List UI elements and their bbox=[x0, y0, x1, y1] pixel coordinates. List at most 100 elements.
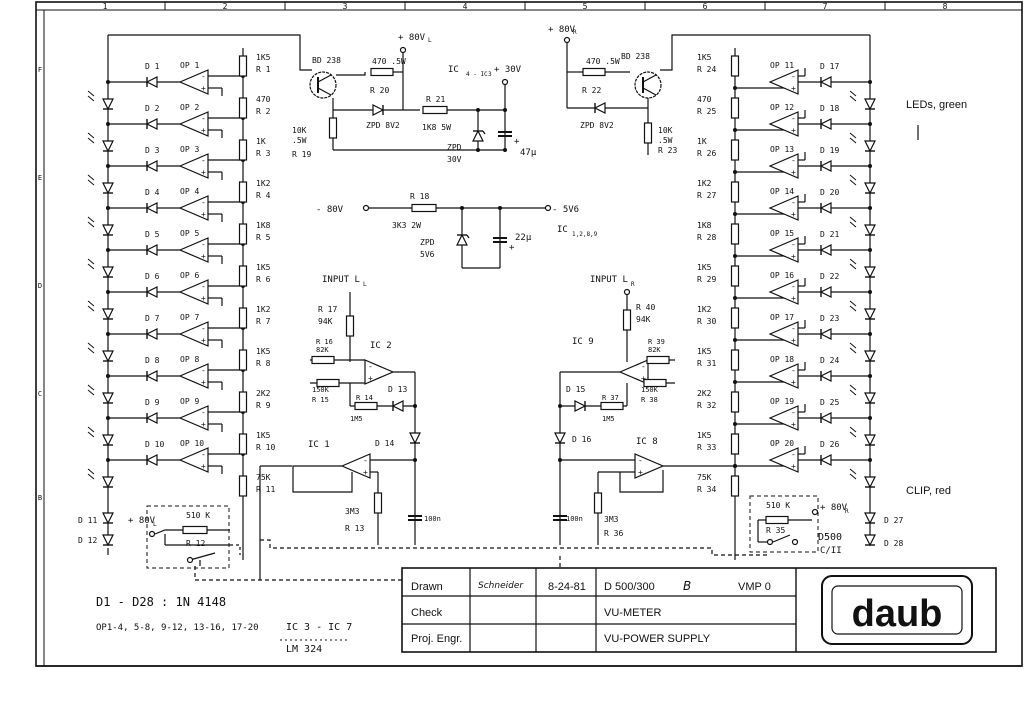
opamp-op14: -+ bbox=[768, 195, 799, 221]
resistor-name: R 35 bbox=[766, 526, 785, 535]
junction-dot bbox=[498, 206, 502, 210]
terminal bbox=[148, 530, 156, 538]
light-arrow bbox=[87, 137, 95, 144]
diode-body bbox=[554, 432, 566, 445]
input-left-label: INPUT L bbox=[322, 275, 360, 285]
opamp-triangle bbox=[634, 453, 665, 479]
diode-body bbox=[145, 76, 158, 88]
junction-dot bbox=[733, 338, 737, 342]
diode-d19 bbox=[819, 160, 832, 172]
light-arrow bbox=[849, 342, 857, 349]
resistor-value: 510 K bbox=[186, 511, 210, 520]
light-arrow bbox=[87, 95, 95, 102]
diode-label: D 25 bbox=[820, 398, 839, 407]
resistor-name: R 17 bbox=[318, 305, 337, 314]
diode-body bbox=[819, 370, 832, 382]
plus-sign: + bbox=[791, 294, 796, 303]
revision: B bbox=[683, 579, 691, 593]
resistor-name: R 20 bbox=[370, 86, 389, 95]
diode-d4 bbox=[145, 202, 158, 214]
resistor-name: R 6 bbox=[256, 275, 271, 284]
diode-d10 bbox=[145, 454, 158, 466]
minus-sign: - bbox=[641, 362, 646, 371]
light-arrow bbox=[849, 95, 857, 102]
light-arrow bbox=[849, 468, 857, 475]
resistor-value: 1K2 bbox=[697, 305, 712, 314]
diode-d13 bbox=[391, 400, 404, 412]
light-arrow bbox=[849, 258, 857, 265]
switch-box-right bbox=[749, 495, 819, 553]
resistor-r8 bbox=[238, 349, 248, 371]
plus-sign: + bbox=[201, 84, 206, 93]
logo-inner bbox=[831, 585, 963, 635]
resistor-name: R 13 bbox=[345, 524, 364, 533]
led-left-4 bbox=[87, 216, 114, 237]
resistor-r20 bbox=[370, 67, 394, 77]
diode-label: D 27 bbox=[884, 516, 903, 525]
led-left-3 bbox=[87, 174, 114, 195]
diode-body bbox=[102, 512, 114, 525]
drawn-date: 8-24-81 bbox=[548, 581, 586, 593]
ic-supply-sub: 3 bbox=[488, 71, 492, 78]
diode-label: D 16 bbox=[572, 435, 591, 444]
diode-label: D 28 bbox=[884, 539, 903, 548]
light-arrow bbox=[87, 90, 95, 97]
resistor-r31 bbox=[730, 349, 740, 371]
resistor-r23 bbox=[643, 122, 653, 144]
resistor-r36 bbox=[593, 492, 603, 514]
diode-label: D 5 bbox=[145, 230, 160, 239]
opamp-op5: -+ bbox=[178, 237, 209, 263]
resistor-name: R 1 bbox=[256, 65, 271, 74]
diode-label: D 19 bbox=[820, 146, 839, 155]
title-vu-power-supply: VU-POWER SUPPLY bbox=[604, 633, 711, 645]
diode-body bbox=[819, 244, 832, 256]
resistor-value: 82K bbox=[648, 346, 661, 354]
resistor-r28 bbox=[730, 223, 740, 245]
resistor-name: R 28 bbox=[697, 233, 716, 242]
resistor-name: R 12 bbox=[186, 539, 205, 548]
diode-body bbox=[409, 432, 421, 445]
switch-box-left bbox=[146, 505, 230, 569]
opamp-triangle bbox=[768, 69, 799, 95]
column-label: 1 bbox=[103, 2, 108, 11]
resistor-value: 470 .5W bbox=[372, 57, 406, 66]
light-arrow bbox=[849, 174, 857, 181]
diode-label: D 18 bbox=[820, 104, 839, 113]
diode-body bbox=[145, 244, 158, 256]
resistor-value: 1K5 bbox=[697, 263, 712, 272]
v80-right-label: + 80V bbox=[548, 25, 576, 35]
opamp-op18: -+ bbox=[768, 363, 799, 389]
led-right-2 bbox=[849, 132, 876, 153]
junction-dot bbox=[106, 458, 110, 462]
cap-plus: + bbox=[514, 137, 520, 147]
opamp-op2: -+ bbox=[178, 111, 209, 137]
plus-sign: + bbox=[641, 374, 646, 383]
diode-label: D 21 bbox=[820, 230, 839, 239]
led-left-7 bbox=[87, 342, 114, 363]
resistor-value: 1K2 bbox=[256, 179, 271, 188]
minus-sign: - bbox=[791, 366, 796, 375]
minus-sign: - bbox=[201, 282, 206, 291]
ic-supply-sub: 1,2,8,9 bbox=[572, 231, 598, 238]
diode-body bbox=[819, 202, 832, 214]
opamp-triangle bbox=[768, 405, 799, 431]
light-arrow bbox=[849, 216, 857, 223]
resistor-value: 470 .5W bbox=[586, 57, 620, 66]
opamp-triangle bbox=[768, 279, 799, 305]
led-left-1 bbox=[87, 90, 114, 111]
terminal bbox=[791, 538, 799, 546]
diode-body bbox=[145, 328, 158, 340]
plus-sign: + bbox=[791, 420, 796, 429]
junction-dot bbox=[106, 206, 110, 210]
resistor-value: 3M3 bbox=[604, 515, 619, 524]
opamp-label: OP 11 bbox=[770, 61, 794, 70]
diode-d6 bbox=[145, 286, 158, 298]
diode-d3 bbox=[145, 160, 158, 172]
minus-sign: - bbox=[201, 450, 206, 459]
opamp-label: OP 8 bbox=[180, 355, 199, 364]
resistor-value: 10K bbox=[658, 126, 673, 135]
junction-dot bbox=[733, 296, 737, 300]
check-label: Check bbox=[411, 607, 443, 619]
zener-label: 30V bbox=[447, 155, 462, 164]
